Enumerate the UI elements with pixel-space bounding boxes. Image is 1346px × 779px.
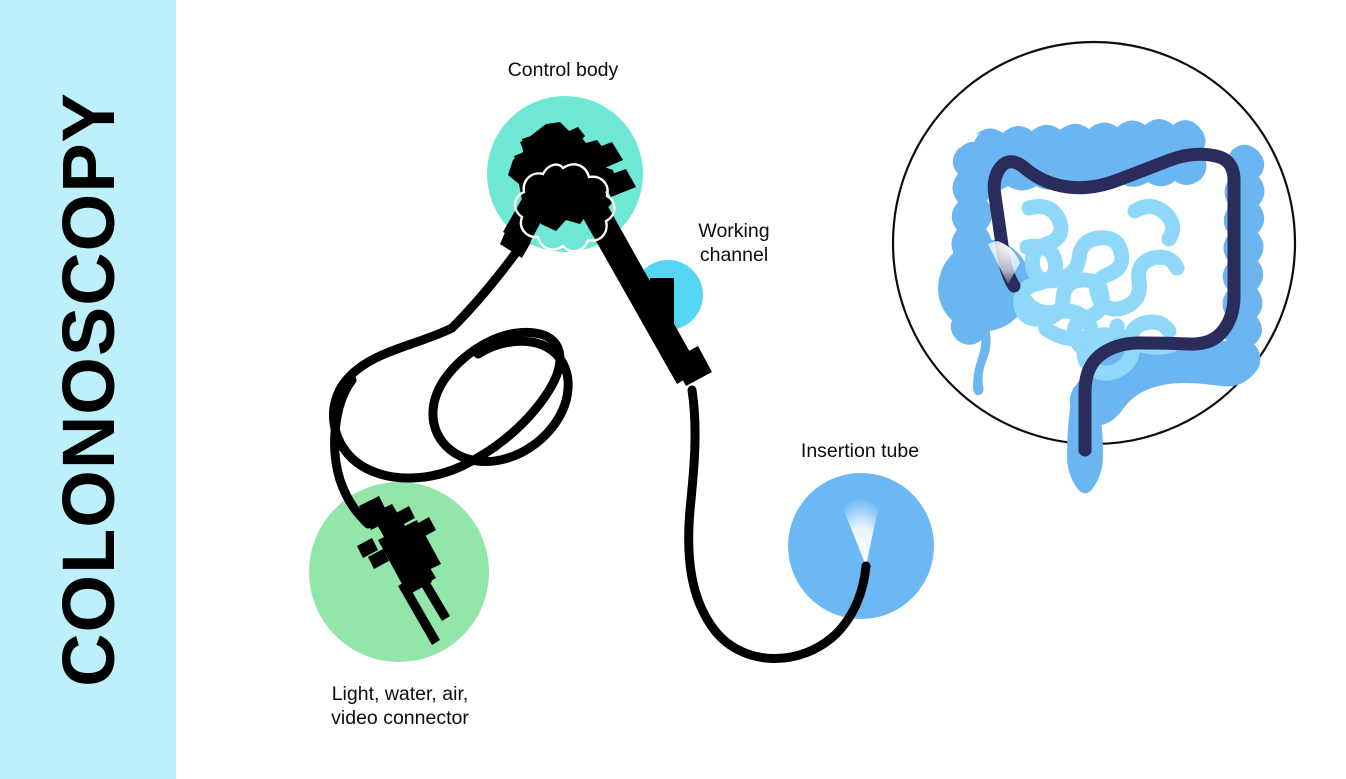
label-connector: Light, water, air, video connector bbox=[331, 683, 469, 729]
control-wheels bbox=[513, 163, 616, 253]
label-insertion-tube: Insertion tube bbox=[800, 440, 920, 462]
anatomy-illustration bbox=[891, 40, 1297, 494]
title-band: COLONOSCOPY bbox=[0, 0, 176, 779]
scope-inside-colon bbox=[987, 147, 1241, 457]
insertion-tube-light-beam bbox=[841, 498, 880, 566]
insertion-tube-cable bbox=[684, 385, 871, 663]
working-channel-port bbox=[650, 278, 674, 332]
control-body-handle bbox=[500, 122, 712, 386]
label-control-body: Control body bbox=[507, 59, 619, 81]
label-working-channel: Working channel bbox=[698, 220, 770, 266]
connector-plug bbox=[357, 496, 450, 645]
umbilical-cable bbox=[329, 238, 573, 529]
